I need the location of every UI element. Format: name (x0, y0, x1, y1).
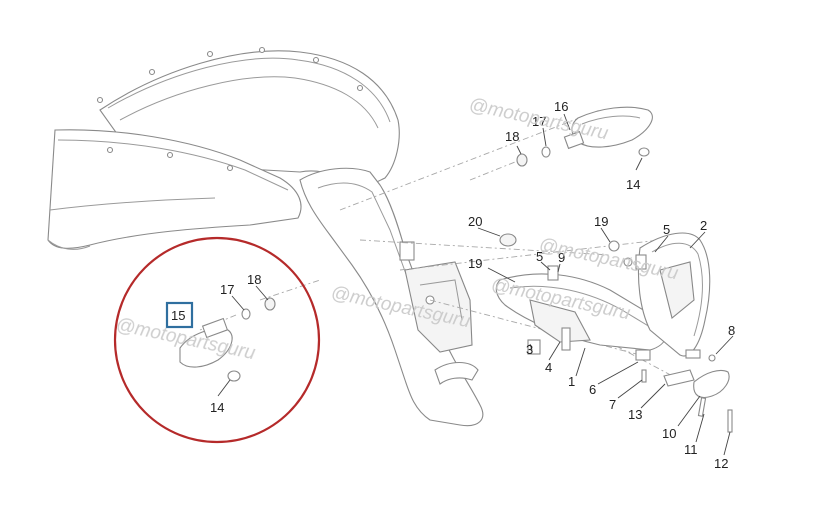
top-turn-signal (516, 106, 653, 167)
label-18: 18 (247, 272, 261, 287)
part-labels: 16 17 18 14 2 5 19 20 19 5 9 8 3 4 1 6 7… (171, 99, 735, 471)
detail-turn-signal (179, 297, 276, 382)
label-8: 8 (728, 323, 735, 338)
label-14: 14 (626, 177, 640, 192)
label-14: 14 (210, 400, 224, 415)
label-7: 7 (609, 397, 616, 412)
label-6: 6 (589, 382, 596, 397)
label-17: 17 (532, 114, 546, 129)
label-9: 9 (558, 250, 565, 265)
leader-lines (217, 113, 734, 456)
detail-circle (113, 236, 321, 444)
label-18: 18 (505, 129, 519, 144)
label-16: 16 (554, 99, 568, 114)
label-17: 17 (220, 282, 234, 297)
label-2: 2 (700, 218, 707, 233)
label-20: 20 (468, 214, 482, 229)
label-5: 5 (663, 222, 670, 237)
label-4: 4 (545, 360, 552, 375)
label-10: 10 (662, 426, 676, 441)
label-19: 19 (594, 214, 608, 229)
rear-mudguard (299, 167, 484, 427)
label-11: 11 (684, 442, 698, 457)
label-15: 15 (171, 308, 185, 323)
rear-body-panel (47, 46, 400, 250)
tail-light-assembly (495, 232, 733, 433)
label-1: 1 (568, 374, 575, 389)
label-19: 19 (468, 256, 482, 271)
label-3: 3 (526, 342, 533, 357)
label-13: 13 (628, 407, 642, 422)
label-12: 12 (714, 456, 728, 471)
highlight-box (165, 301, 194, 329)
watermark-text: @motopartsguru (467, 94, 610, 144)
label-5: 5 (536, 249, 543, 264)
